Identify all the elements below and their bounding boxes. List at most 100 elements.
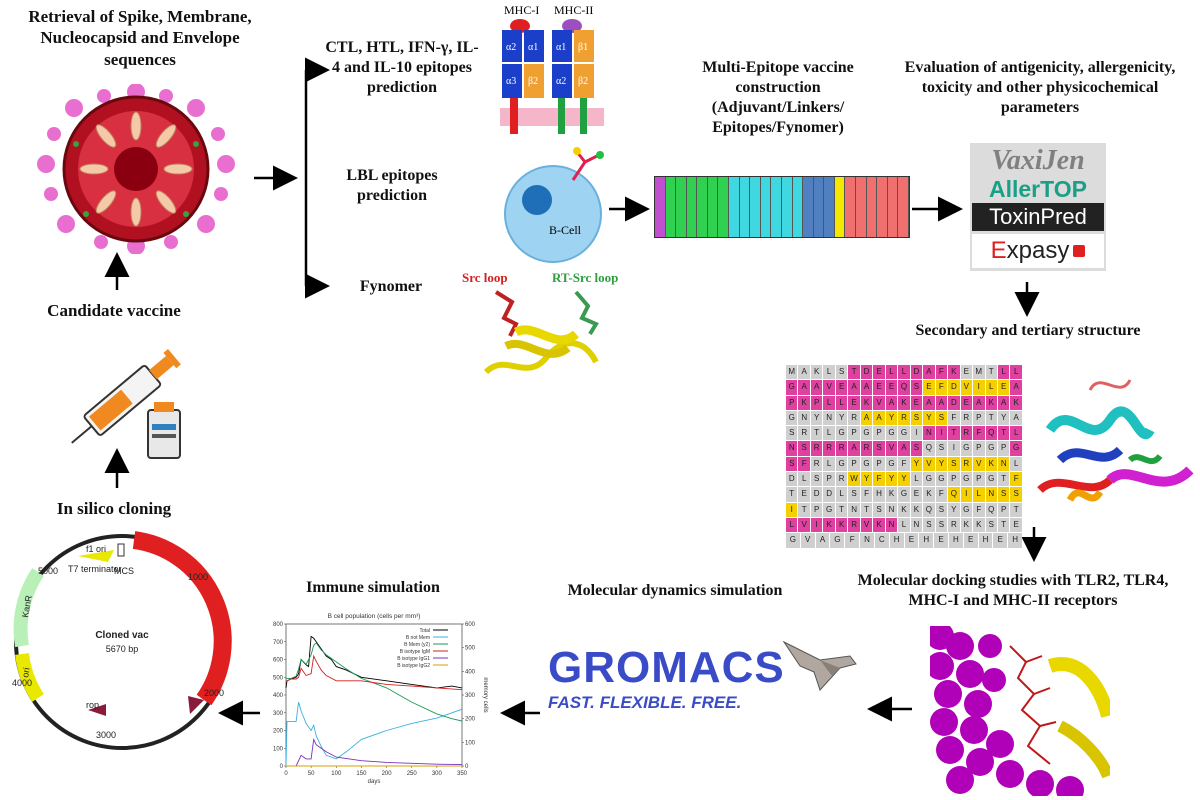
antibody xyxy=(571,151,598,181)
virus-spikes xyxy=(37,84,235,254)
virus-core xyxy=(114,147,158,191)
heading-in-silico: In silico cloning xyxy=(56,499,172,518)
residue: Y xyxy=(885,472,898,487)
heading-lbl: LBL epitopes prediction xyxy=(346,167,438,204)
residue: I xyxy=(948,441,960,456)
residue: F xyxy=(973,502,985,517)
residue: K xyxy=(835,517,848,533)
residue: I xyxy=(973,380,985,395)
residue: L xyxy=(823,456,835,472)
residue: N xyxy=(798,410,810,426)
svg-text:β2: β2 xyxy=(578,76,588,87)
residue: R xyxy=(948,517,960,533)
residue: G xyxy=(935,472,948,487)
residue: K xyxy=(810,365,823,380)
residue: A xyxy=(1010,410,1022,426)
residue: E xyxy=(910,487,923,502)
residue: K xyxy=(948,365,960,380)
residue: G xyxy=(960,502,973,517)
heading-multi-epitope: Multi-Epitope vaccine construction (Adju… xyxy=(702,59,854,136)
residue: F xyxy=(798,456,810,472)
residue: S xyxy=(910,441,923,456)
residue: F xyxy=(973,426,985,441)
residue: A xyxy=(848,380,860,395)
svg-text:KanR: KanR xyxy=(20,594,34,618)
heading-immune: Immune simulation xyxy=(306,579,440,596)
residue: H xyxy=(889,533,904,548)
svg-text:ori: ori xyxy=(20,667,32,679)
residue: G xyxy=(860,456,873,472)
residue: P xyxy=(997,502,1010,517)
vaxijen-logo: VaxiJen xyxy=(991,145,1085,176)
residue: N xyxy=(848,502,860,517)
svg-text:2000: 2000 xyxy=(204,688,224,698)
residue: T xyxy=(997,517,1010,533)
residue: S xyxy=(935,502,948,517)
residue: S xyxy=(786,456,798,472)
residue: G xyxy=(985,472,997,487)
residue: S xyxy=(910,380,923,395)
residue: A xyxy=(997,395,1010,410)
residue: L xyxy=(835,487,848,502)
series-line xyxy=(285,654,463,691)
residue: S xyxy=(985,517,997,533)
residue: S xyxy=(873,441,885,456)
residue: E xyxy=(997,380,1010,395)
residue: F xyxy=(935,380,948,395)
series-line xyxy=(285,701,463,767)
b-cell-illustration: B-Cell xyxy=(504,147,604,263)
residue: K xyxy=(923,487,935,502)
residue: S xyxy=(786,426,798,441)
residue: E xyxy=(910,395,923,410)
svg-text:MCS: MCS xyxy=(114,566,134,576)
residue: Y xyxy=(923,410,935,426)
residue: T xyxy=(985,365,997,380)
y-right-tick-label: 300 xyxy=(465,693,476,699)
residue: A xyxy=(860,410,873,426)
residue: P xyxy=(810,502,823,517)
residue: K xyxy=(973,517,985,533)
residue: N xyxy=(910,517,923,533)
docking-complex xyxy=(930,626,1110,796)
residue: K xyxy=(885,487,898,502)
residue: P xyxy=(873,426,885,441)
residue: K xyxy=(873,517,885,533)
mhc1-label: MHC-I xyxy=(504,3,539,17)
residue: K xyxy=(985,395,997,410)
residue: E xyxy=(798,487,810,502)
residue: P xyxy=(873,456,885,472)
y-left-tick-label: 400 xyxy=(273,693,284,699)
residue: N xyxy=(885,517,898,533)
residue: Y xyxy=(935,456,948,472)
residue: V xyxy=(823,380,835,395)
residue: S xyxy=(910,410,923,426)
residue: A xyxy=(815,533,830,548)
y-left-tick-label: 300 xyxy=(273,711,284,717)
residue: A xyxy=(873,410,885,426)
residue: S xyxy=(935,441,948,456)
residue: P xyxy=(973,441,985,456)
coronavirus-illustration xyxy=(37,84,235,254)
legend-label: B isotype IgG1 xyxy=(397,656,430,662)
residue: D xyxy=(948,380,960,395)
syringe-vial-illustration xyxy=(71,349,181,459)
residue: R xyxy=(835,441,848,456)
svg-text:4000: 4000 xyxy=(12,678,32,688)
residue: G xyxy=(786,410,798,426)
residue: E xyxy=(848,395,860,410)
residue: S xyxy=(997,487,1010,502)
residue: S xyxy=(873,502,885,517)
residue: E xyxy=(904,533,919,548)
heading-evaluation: Evaluation of antigenicity, allergenicit… xyxy=(904,59,1176,116)
residue: L xyxy=(823,395,835,410)
residue: S xyxy=(810,472,823,487)
residue: L xyxy=(823,426,835,441)
residue: V xyxy=(800,533,815,548)
residue: R xyxy=(810,441,823,456)
residue: F xyxy=(873,472,885,487)
